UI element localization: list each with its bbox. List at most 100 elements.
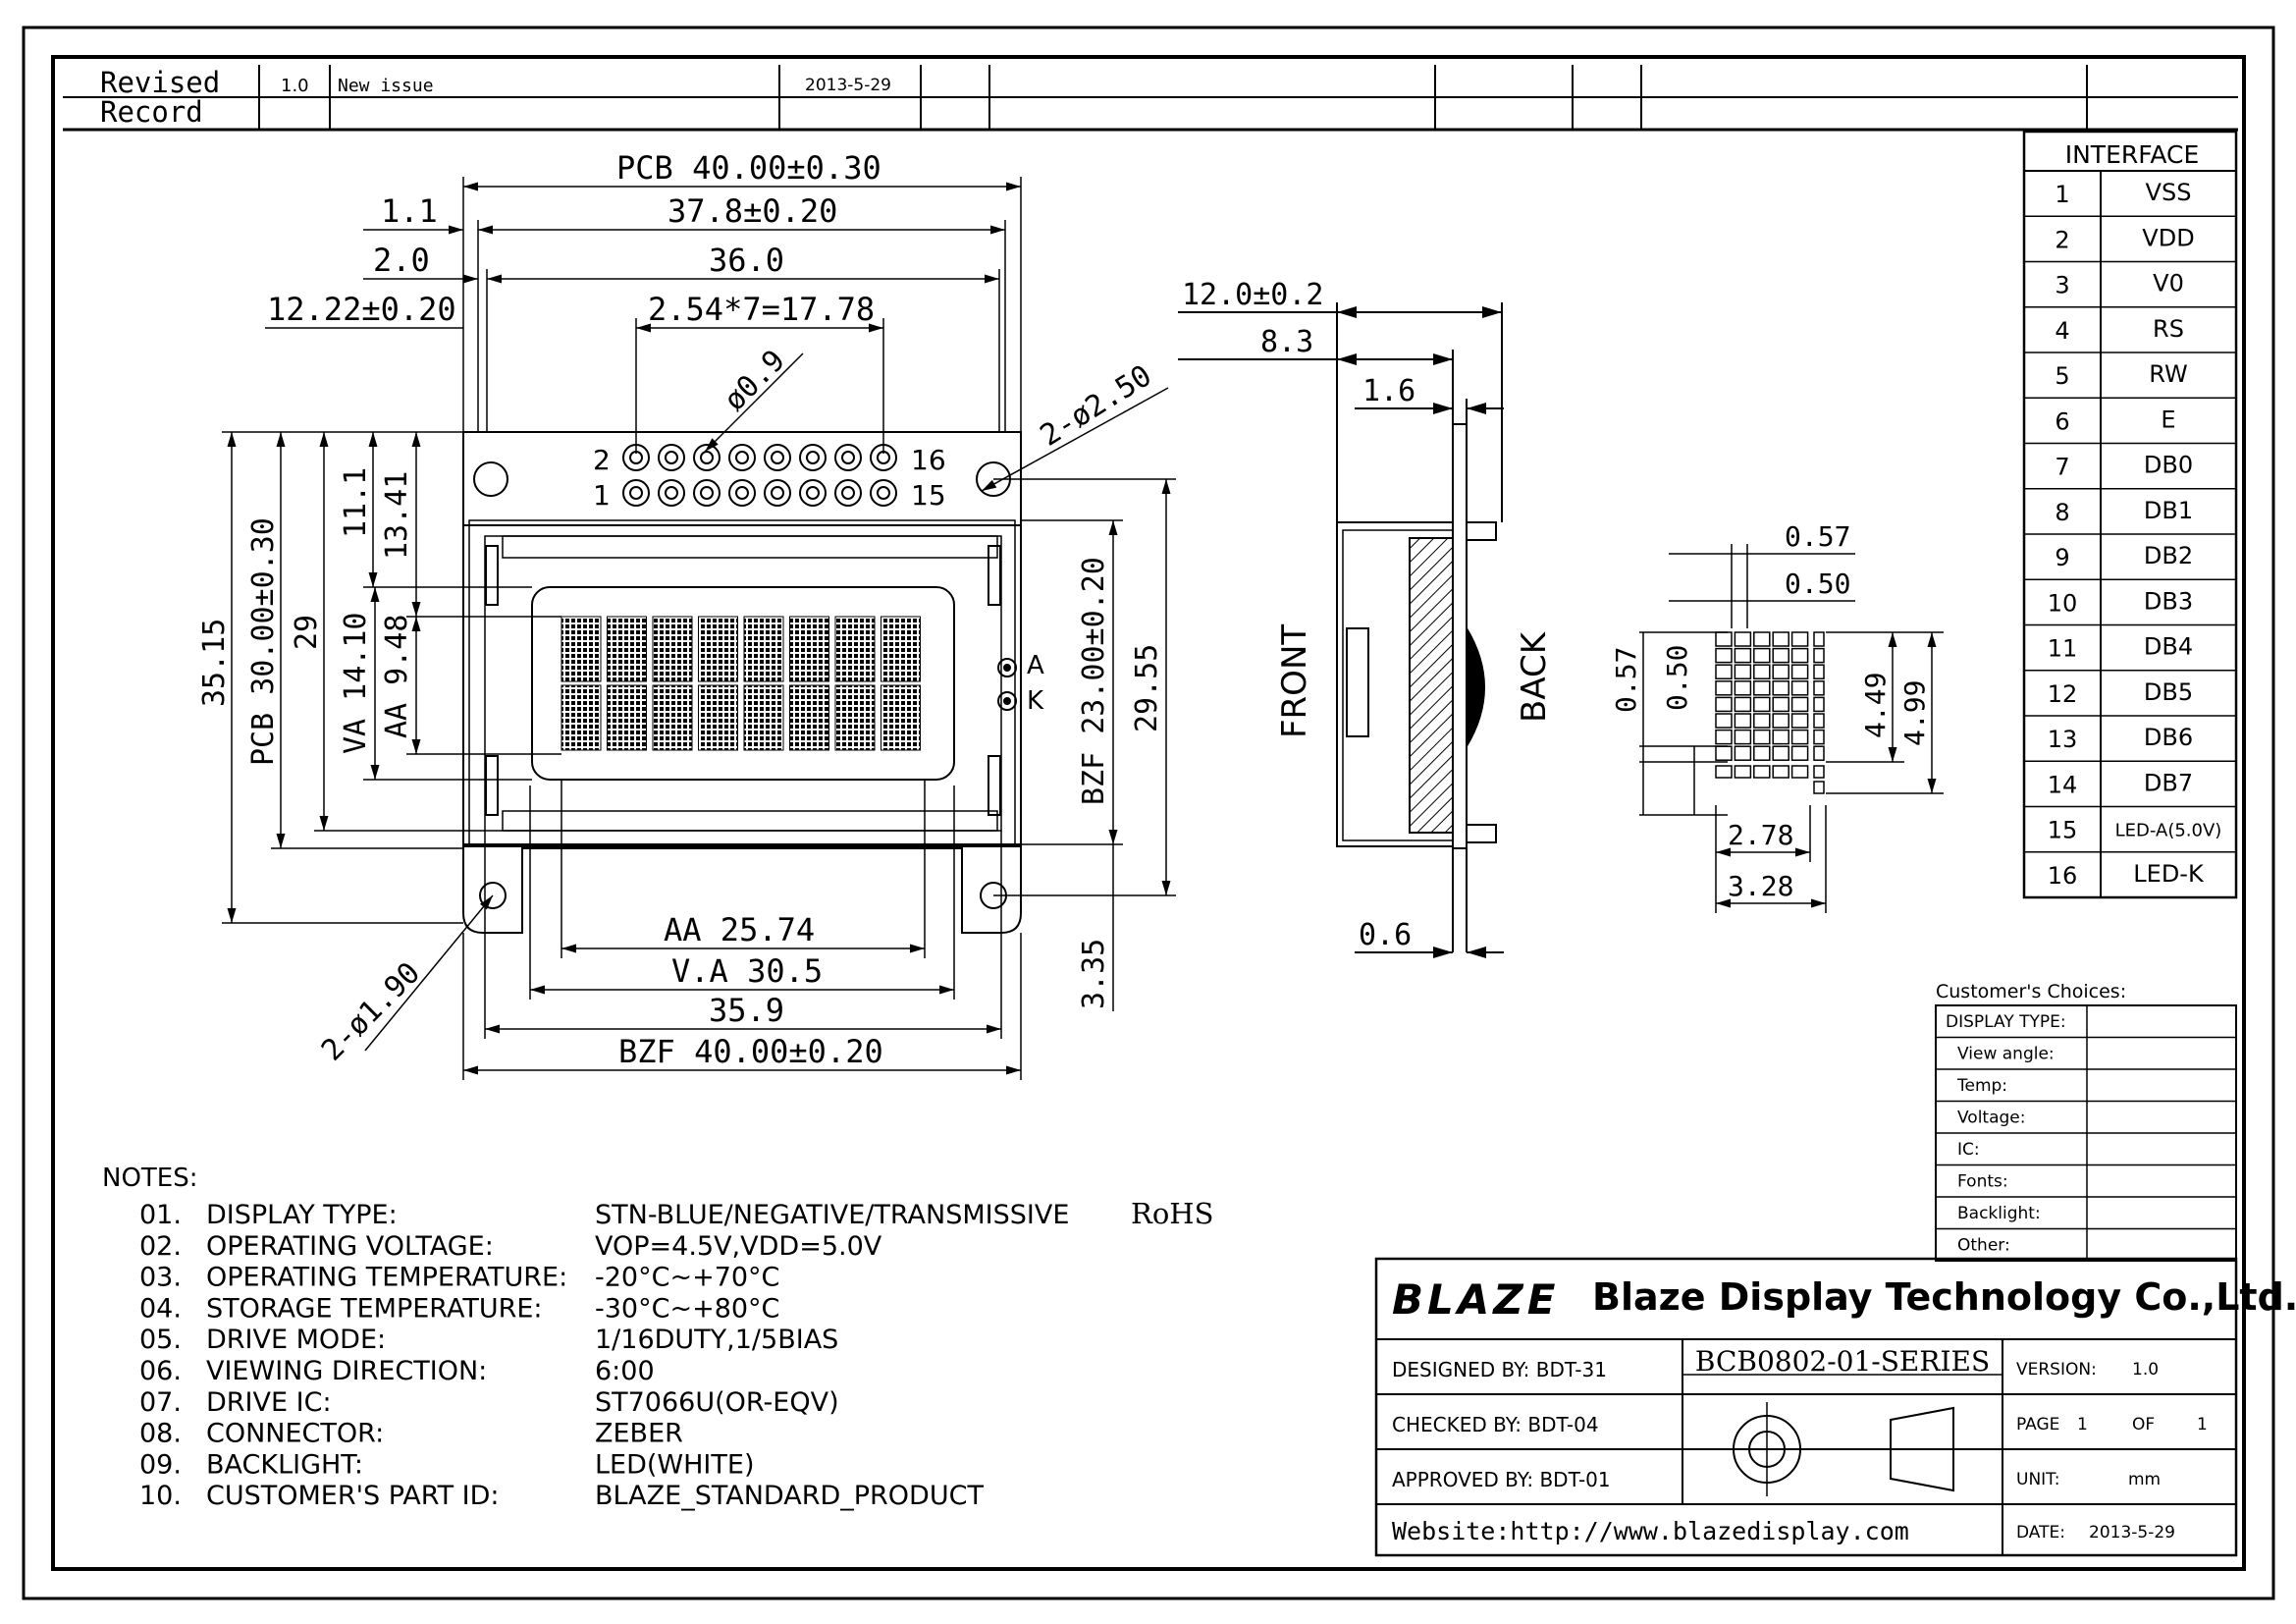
pixel-detail — [1715, 631, 1825, 794]
note-label: DRIVE IC: — [206, 1387, 332, 1418]
pin-hole — [799, 444, 827, 471]
pixel-dot — [1813, 713, 1825, 729]
note-label: STORAGE TEMPERATURE: — [206, 1293, 543, 1324]
character-cell — [698, 684, 738, 751]
unit-value: mm — [2128, 1470, 2161, 1489]
character-cell — [561, 684, 602, 751]
pixel-dot — [1790, 680, 1809, 696]
pin-hole — [764, 444, 791, 471]
interface-pin-name: DB6 — [2144, 724, 2193, 751]
interface-pin-number: 15 — [2048, 817, 2078, 844]
character-cell — [561, 616, 602, 682]
pin-hole — [693, 444, 721, 471]
dim-height-29-55: 29.55 — [1130, 644, 1164, 732]
customer-choice-label: Other: — [1957, 1236, 2010, 1256]
character-cell — [834, 684, 876, 751]
interface-pin-number: 3 — [2055, 272, 2069, 299]
note-label: BACKLIGHT: — [206, 1449, 363, 1480]
interface-pin-number: 14 — [2048, 771, 2078, 798]
interface-pin-name: RW — [2149, 360, 2187, 388]
note-number: 09. — [139, 1449, 182, 1480]
interface-pin-name: DB7 — [2144, 769, 2193, 796]
pin-label-2: 2 — [593, 444, 611, 476]
character-cell — [607, 616, 647, 682]
pin-hole — [799, 479, 827, 507]
company-name: Blaze Display Technology Co.,Ltd. — [1592, 1275, 2296, 1319]
note-value: 6:00 — [595, 1356, 655, 1386]
dim-va-width: V.A 30.5 — [671, 952, 823, 990]
note-value: ZEBER — [595, 1419, 683, 1449]
pixel-dot — [1715, 745, 1733, 761]
interface-pin-number: 16 — [2048, 862, 2078, 890]
interface-pin-number: 6 — [2055, 407, 2069, 435]
dim-pin-pitch: 2.54*7=17.78 — [648, 291, 875, 328]
pixel-dot — [1813, 781, 1825, 794]
dim-char-w-278: 2.78 — [1728, 819, 1793, 851]
pin-hole — [622, 479, 650, 507]
pixel-dot — [1772, 696, 1789, 713]
dim-pcb-width: PCB 40.00±0.30 — [616, 149, 881, 187]
led-pins — [997, 658, 1017, 711]
dim-height-35-15: 35.15 — [197, 619, 232, 707]
interface-pin-name: V0 — [2153, 270, 2184, 298]
customer-choice-label: Temp: — [1956, 1076, 2007, 1096]
interface-pin-name: VSS — [2146, 179, 2192, 206]
interface-pin-number: 13 — [2048, 726, 2078, 753]
dim-pcb-1-6: 1.6 — [1362, 374, 1415, 408]
pixel-dot — [1715, 696, 1733, 713]
interface-pin-name: LED-A(5.0V) — [2115, 821, 2222, 841]
customer-choice-label: View angle: — [1957, 1045, 2055, 1064]
pixel-dot — [1753, 680, 1771, 696]
website: Website:http://www.blazedisplay.com — [1392, 1517, 1909, 1545]
character-cell — [743, 616, 784, 682]
pixel-dot — [1813, 680, 1825, 696]
company-logo: BLAZE — [1392, 1275, 1559, 1324]
front-view-labels: PCB 40.00±0.30 37.8±0.20 36.0 1.1 2.0 12… — [197, 149, 1164, 1070]
pixel-dot — [1813, 631, 1825, 647]
pixel-dot — [1715, 680, 1733, 696]
pin-hole — [764, 479, 791, 507]
pin-hole — [693, 479, 721, 507]
character-cell — [834, 616, 876, 682]
revision-record: Revised Record 1.0 New issue 2013-5-29 — [63, 65, 2238, 132]
pixel-dot — [1813, 647, 1825, 664]
customer-choice-label: Backlight: — [1957, 1204, 2041, 1223]
dim-aa-width: AA 25.74 — [664, 911, 815, 948]
interface-pin-name: LED-K — [2133, 860, 2205, 888]
revision-version: 1.0 — [281, 76, 309, 96]
pixel-dot — [1734, 664, 1752, 679]
pixel-dot — [1715, 664, 1733, 679]
interface-pin-number: 5 — [2055, 362, 2069, 390]
dim-width-35-9: 35.9 — [709, 992, 784, 1029]
dim-pin-diameter: ø0.9 — [718, 344, 792, 418]
note-value: -30°C~+80°C — [595, 1293, 779, 1324]
customer-choice-label: Fonts: — [1957, 1172, 2008, 1192]
interface-pin-name: DB0 — [2144, 452, 2193, 479]
pin-hole — [834, 479, 862, 507]
page-number: 1 — [2077, 1415, 2088, 1435]
revised-label: Revised — [100, 66, 220, 99]
dim-height-11-1: 11.1 — [339, 467, 373, 538]
character-cell — [652, 616, 693, 682]
front-view — [462, 431, 1022, 934]
pixel-dot — [1715, 647, 1733, 664]
customer-choices: Customer's Choices: DISPLAY TYPE:View an… — [1935, 981, 2237, 1262]
page-label: PAGE — [2016, 1415, 2059, 1435]
pixel-dot — [1790, 631, 1809, 647]
notes-title: NOTES: — [102, 1164, 198, 1193]
interface-pin-name: RS — [2153, 315, 2184, 343]
note-value: VOP=4.5V,VDD=5.0V — [595, 1231, 882, 1262]
note-number: 03. — [139, 1263, 182, 1293]
note-number: 10. — [139, 1481, 182, 1511]
pixel-dot — [1734, 745, 1752, 761]
pixel-dot — [1813, 729, 1825, 745]
pixel-dot — [1753, 765, 1771, 779]
pixel-dot — [1734, 713, 1752, 729]
character-cell — [652, 684, 693, 751]
interface-pin-number: 7 — [2055, 454, 2069, 481]
note-label: CONNECTOR: — [206, 1419, 384, 1449]
version-label: VERSION: — [2016, 1360, 2097, 1380]
dim-bzf-height: BZF 23.00±0.20 — [1077, 557, 1111, 805]
note-label: DRIVE MODE: — [206, 1325, 386, 1355]
